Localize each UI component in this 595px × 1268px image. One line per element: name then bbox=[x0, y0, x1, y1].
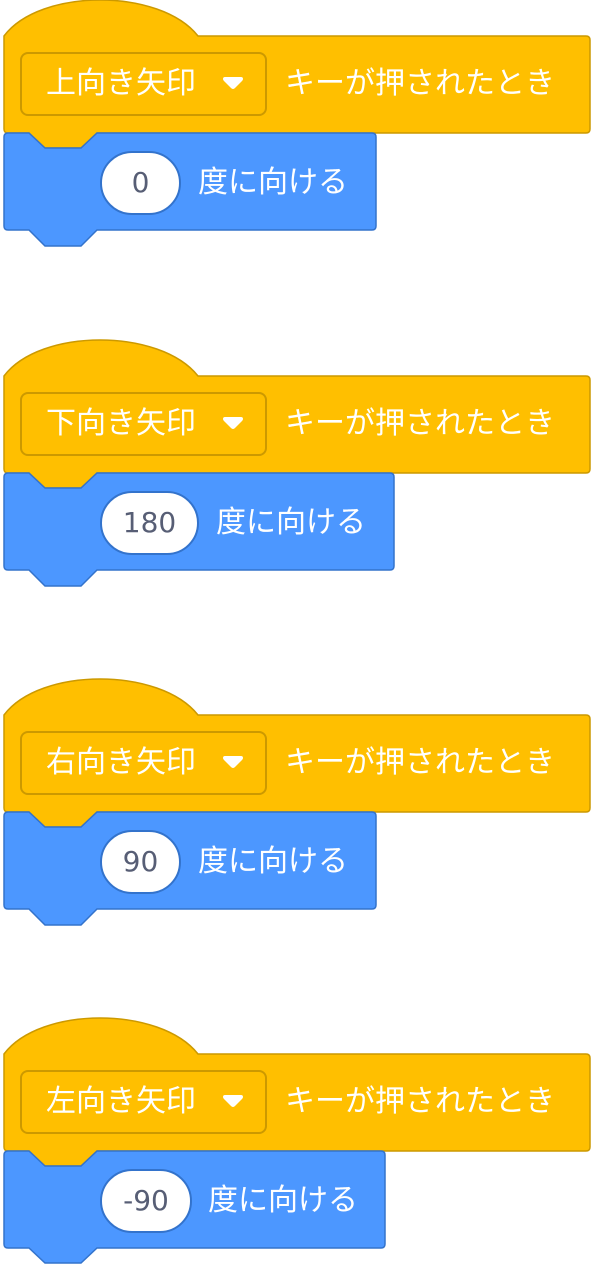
triangle-down-icon bbox=[223, 77, 243, 89]
direction-input[interactable]: 90 bbox=[100, 830, 181, 894]
key-dropdown[interactable]: 右向き矢印 bbox=[20, 731, 267, 795]
key-dropdown[interactable]: 下向き矢印 bbox=[20, 392, 267, 456]
script-right-arrow: 右向き矢印 キーが押されたとき 90 度に向ける bbox=[0, 678, 595, 929]
script-down-arrow: 下向き矢印 キーが押されたとき 180 度に向ける bbox=[0, 339, 595, 590]
triangle-down-icon bbox=[223, 1095, 243, 1107]
hat-block-label: キーが押されたとき bbox=[285, 406, 555, 441]
script-up-arrow: 上向き矢印 キーが押されたとき 0 度に向ける bbox=[0, 0, 595, 250]
key-dropdown-label: 上向き矢印 bbox=[46, 66, 196, 101]
hat-block-label: キーが押されたとき bbox=[285, 745, 555, 780]
point-block-label: 度に向ける bbox=[198, 165, 348, 200]
point-in-direction-block[interactable] bbox=[3, 132, 377, 247]
point-in-direction-block[interactable] bbox=[3, 811, 377, 926]
key-dropdown[interactable]: 左向き矢印 bbox=[20, 1070, 267, 1134]
point-in-direction-block[interactable] bbox=[3, 1150, 386, 1264]
key-dropdown-label: 右向き矢印 bbox=[46, 745, 196, 780]
point-block-label: 度に向ける bbox=[208, 1183, 358, 1218]
direction-input[interactable]: 0 bbox=[100, 151, 181, 215]
triangle-down-icon bbox=[223, 417, 243, 429]
direction-input[interactable]: -90 bbox=[100, 1169, 192, 1233]
hat-block-label: キーが押されたとき bbox=[285, 1084, 555, 1119]
script-left-arrow: 左向き矢印 キーが押されたとき -90 度に向ける bbox=[0, 1017, 595, 1268]
direction-input[interactable]: 180 bbox=[100, 491, 199, 555]
key-dropdown-label: 左向き矢印 bbox=[46, 1084, 196, 1119]
point-block-label: 度に向ける bbox=[198, 844, 348, 879]
triangle-down-icon bbox=[223, 756, 243, 768]
hat-block-label: キーが押されたとき bbox=[285, 66, 555, 101]
point-in-direction-block[interactable] bbox=[3, 472, 395, 587]
key-dropdown[interactable]: 上向き矢印 bbox=[20, 52, 267, 116]
point-block-label: 度に向ける bbox=[216, 505, 366, 540]
key-dropdown-label: 下向き矢印 bbox=[46, 406, 196, 441]
